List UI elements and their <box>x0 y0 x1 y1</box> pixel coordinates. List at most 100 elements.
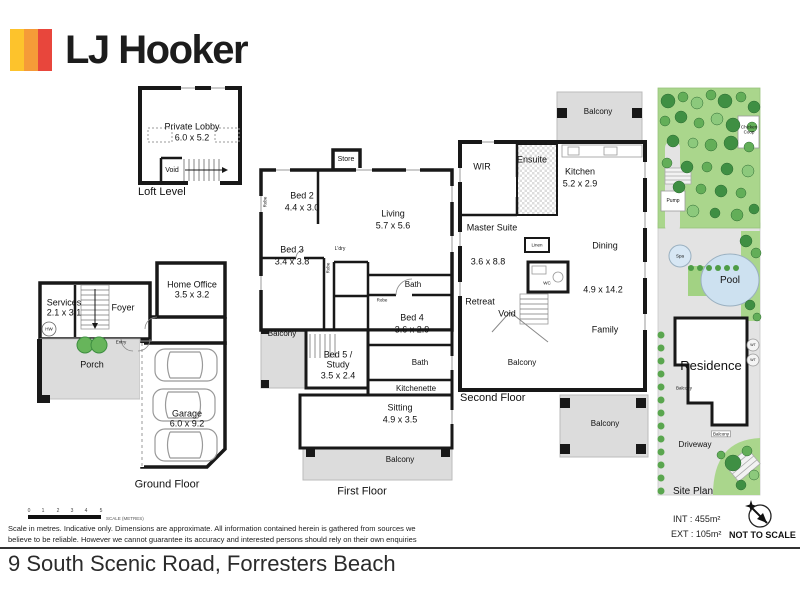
tree-icon <box>744 299 756 311</box>
scale-tick-5: 5 <box>99 508 103 514</box>
scale-bar: 0 1 2 3 4 5 SCALE (METRES) <box>28 506 148 526</box>
site-pool: Pool <box>719 275 741 286</box>
tree-icon <box>741 445 753 457</box>
site-pump: Pump <box>666 198 680 204</box>
site-balcony-2: Balcony <box>710 430 732 438</box>
tree-icon <box>723 135 739 151</box>
robe-label-bed4: Robe <box>376 297 388 303</box>
site-residence: Residence <box>680 358 742 374</box>
room-bed4-dims: 3.6 x 2.9 <box>394 324 430 335</box>
room-services-dims: 2.1 x 3.1 <box>46 307 82 318</box>
tree-icon <box>677 91 689 103</box>
hedge-icon <box>657 396 665 404</box>
linen-label: Linen <box>531 242 543 248</box>
logo-stripe-orange <box>24 29 38 71</box>
tree-icon <box>741 164 755 178</box>
tree-icon <box>710 112 724 126</box>
scale-tick-3: 3 <box>70 508 74 514</box>
hedge-icon <box>688 265 694 271</box>
room-garage: Garage <box>171 408 203 419</box>
tree-icon <box>720 162 734 176</box>
tree-icon <box>743 141 755 153</box>
room-kitchen-dims: 5.2 x 2.9 <box>562 178 598 189</box>
tree-icon <box>730 208 744 222</box>
room-bed4: Bed 4 <box>400 312 424 323</box>
external-area: EXT : 105m² <box>671 529 722 539</box>
tree-icon <box>735 91 747 103</box>
room-bed3: Bed 3 <box>280 244 304 255</box>
tree-icon <box>680 160 694 174</box>
tree-icon <box>747 100 761 114</box>
tree-icon <box>716 450 726 460</box>
hedge-icon <box>657 422 665 430</box>
loft-walls <box>138 85 242 185</box>
tree-icon <box>714 184 728 198</box>
plan-loft-level: Private Lobby 6.0 x 5.2 Void Loft Level <box>136 83 254 203</box>
tree-icon <box>674 110 688 124</box>
separator-line <box>0 547 800 549</box>
robe-label-bed3: Robe <box>325 262 331 274</box>
wc-label: WC <box>543 280 551 286</box>
tree-icon <box>752 312 762 322</box>
tree-icon <box>659 115 671 127</box>
plan-second-floor: Balcony WIR Ensuite Kitchen 5.2 x 2.9 Ma… <box>452 82 657 462</box>
tree-icon <box>661 157 673 169</box>
balcony-second-left: Balcony <box>507 358 537 368</box>
tree-icon <box>750 247 762 259</box>
hedge-icon <box>697 265 703 271</box>
room-master-dims: 3.6 x 8.8 <box>470 256 506 267</box>
tree-icon <box>672 180 686 194</box>
room-home-office-dims: 3.5 x 3.2 <box>174 289 210 300</box>
room-living-dims: 5.7 x 5.6 <box>375 220 411 231</box>
internal-area: INT : 455m² <box>673 514 721 524</box>
site-wt-1: WT <box>750 342 756 347</box>
tree-icon <box>704 138 718 152</box>
room-sitting-dims: 4.9 x 3.5 <box>382 414 418 425</box>
tree-icon <box>748 203 760 215</box>
plan-title-loft: Loft Level <box>138 186 186 198</box>
room-laundry: L'dry <box>334 246 346 252</box>
hedge-icon <box>733 265 739 271</box>
first-walls <box>259 148 454 481</box>
hedge-icon <box>657 357 665 365</box>
room-dining-dims: 4.9 x 14.2 <box>583 284 623 295</box>
property-address: 9 South Scenic Road, Forresters Beach <box>8 551 396 576</box>
logo-stripe-yellow <box>10 29 24 71</box>
plan-title-site: Site Plan <box>672 486 714 497</box>
hedge-icon <box>724 265 730 271</box>
room-home-office: Home Office <box>167 279 217 290</box>
room-private-lobby-dims: 6.0 x 5.2 <box>174 132 210 143</box>
site-balcony-1: Balcony <box>675 385 693 391</box>
disclaimer-line-2: believe to be reliable. However we canno… <box>8 535 417 544</box>
hedge-icon <box>657 344 665 352</box>
plan-title-first: First Floor <box>337 485 387 498</box>
scale-tick-1: 1 <box>41 508 45 514</box>
room-sitting: Sitting <box>387 402 413 413</box>
robe-label-bed2: Robe <box>262 196 268 208</box>
site-spa: Spa <box>675 253 685 259</box>
disclaimer-line-1: Scale in metres. Indicative only. Dimens… <box>8 524 416 533</box>
room-family: Family <box>591 324 619 335</box>
room-store: Store <box>337 155 355 163</box>
room-kitchen: Kitchen <box>564 166 596 177</box>
tree-icon <box>709 207 721 219</box>
second-walls <box>458 91 649 458</box>
tree-icon <box>693 117 705 129</box>
balcony-second-top: Balcony <box>583 107 613 117</box>
room-bed3-dims: 3.4 x 3.8 <box>274 256 310 267</box>
room-bed5-line2: Study <box>326 359 350 370</box>
tree-icon <box>748 469 760 481</box>
tree-icon <box>705 89 717 101</box>
plan-title-ground: Ground Floor <box>134 478 200 491</box>
room-void: Void <box>165 166 179 174</box>
scale-tick-4: 4 <box>84 508 88 514</box>
hedge-icon <box>657 435 665 443</box>
room-garage-dims: 6.0 x 9.2 <box>169 418 205 429</box>
room-bed2-dims: 4.4 x 3.0 <box>284 202 320 213</box>
plan-site: Chicken Coop Pump Spa Pool Residence Bal… <box>653 83 765 503</box>
hw-unit-label: HW <box>45 326 53 332</box>
room-master-suite: Master Suite <box>466 222 518 233</box>
void-label-second: Void <box>498 308 516 319</box>
hedge-icon <box>657 409 665 417</box>
room-bed2: Bed 2 <box>290 190 314 201</box>
